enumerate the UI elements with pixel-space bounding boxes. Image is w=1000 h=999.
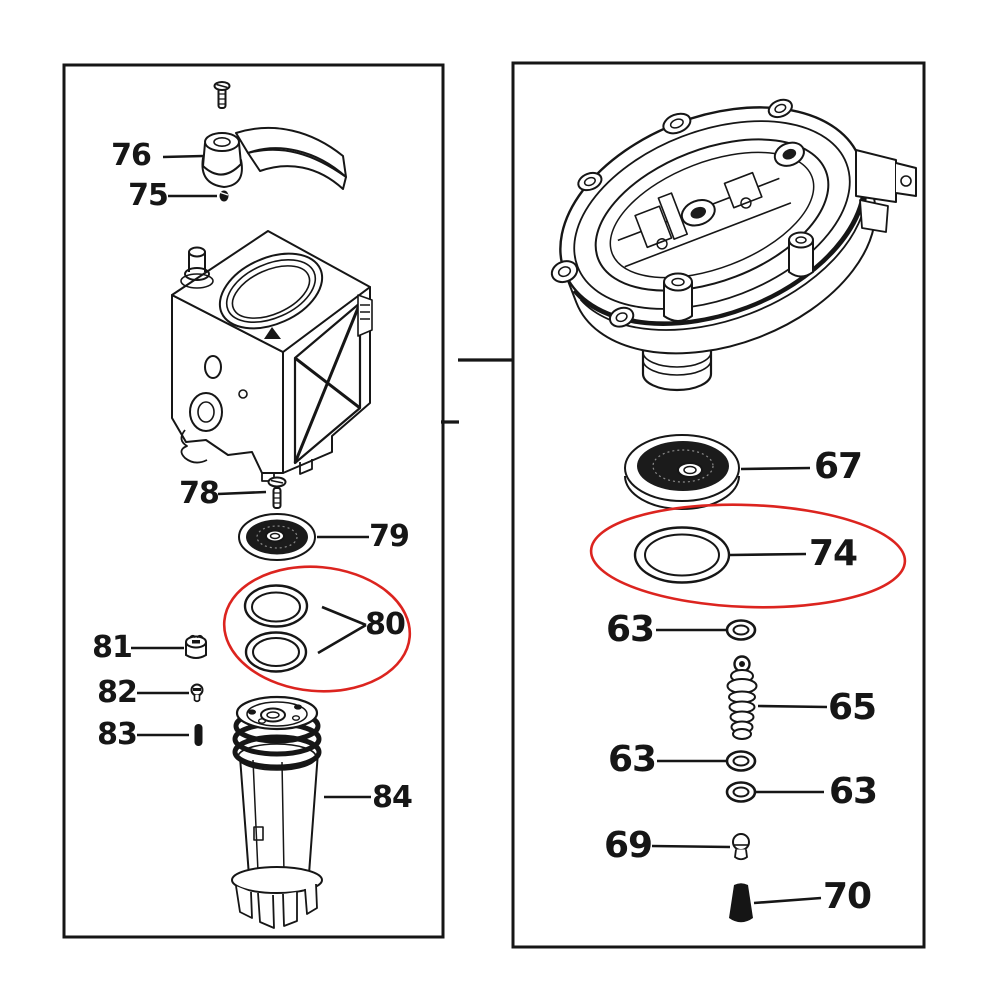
callout-74: 74 (808, 533, 858, 574)
panel-borders (62, 61, 926, 949)
pump-body-drawing (231, 695, 323, 929)
nut-drawing (185, 634, 207, 659)
inlet-valve-drawing (190, 683, 204, 703)
callout-81: 81 (92, 630, 133, 665)
right-panel-border (511, 61, 926, 949)
callout-80: 80 (365, 607, 406, 642)
diaphragm-disc-drawing (238, 513, 316, 561)
needle-valve-drawing (726, 655, 758, 740)
callout-70: 70 (822, 876, 872, 917)
highlight-ellipse-74 (589, 503, 907, 609)
callout-75: 75 (128, 178, 169, 213)
small-o-rings-drawing (725, 619, 757, 803)
highlight-ellipse-80 (222, 565, 412, 693)
callout-83: 83 (97, 717, 138, 752)
leader-lines (131, 154, 828, 905)
callout-76: 76 (111, 138, 152, 173)
metering-cover-drawing (550, 98, 917, 355)
filter-screen-drawing (624, 434, 740, 510)
callout-63-b: 63 (607, 739, 657, 780)
callout-63-a: 63 (605, 609, 655, 650)
cover-o-ring-drawing (633, 526, 731, 584)
lever-screw-drawing (213, 81, 231, 109)
callout-69: 69 (603, 825, 653, 866)
panel-connector-lines (441, 358, 514, 424)
callout-67: 67 (813, 446, 863, 487)
cone-plug-drawing (729, 883, 753, 923)
callout-84: 84 (372, 780, 413, 815)
callout-82: 82 (97, 675, 138, 710)
carburetor-body-drawing (171, 230, 373, 482)
left-panel-border (62, 63, 445, 939)
idle-screw-drawing (219, 190, 229, 202)
pump-screw-drawing (267, 476, 287, 509)
highlight-ellipses (222, 503, 907, 693)
pump-o-rings-drawing (243, 584, 309, 673)
plug-drawing (732, 833, 750, 861)
callout-65: 65 (827, 687, 877, 728)
callout-63-c: 63 (828, 771, 878, 812)
throttle-lever-drawing (201, 126, 347, 190)
callout-79: 79 (369, 519, 410, 554)
callout-78: 78 (179, 476, 220, 511)
pin-drawing (194, 724, 203, 746)
